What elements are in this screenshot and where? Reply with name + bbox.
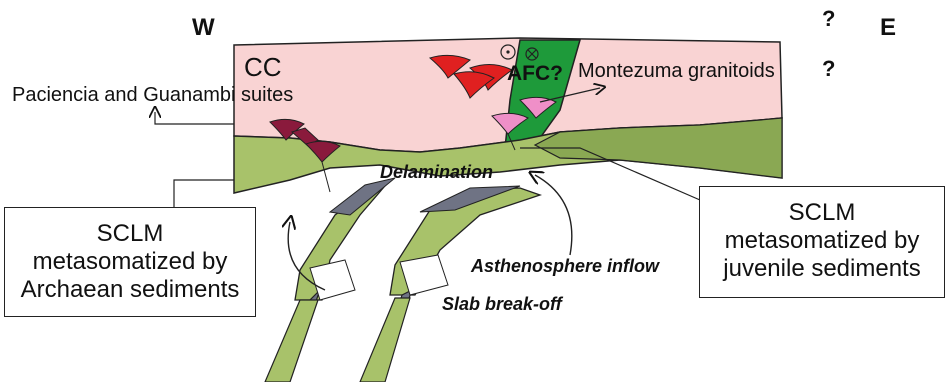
slab-breakoff-label: Slab break-off xyxy=(442,294,562,315)
right-box-line2: metasomatized by xyxy=(700,227,944,255)
left-sclm-box: SCLM metasomatized by Archaean sediments xyxy=(4,207,256,317)
slab-right xyxy=(360,186,540,382)
west-label: W xyxy=(192,14,215,42)
east-label: E xyxy=(880,14,896,42)
afc-label: AFC? xyxy=(507,62,563,86)
montezuma-question-mark: ? xyxy=(822,56,835,82)
right-box-line3: juvenile sediments xyxy=(700,255,944,283)
left-box-line2: metasomatized by xyxy=(5,248,255,276)
inflow-arrow-right xyxy=(535,175,572,255)
cc-label: CC xyxy=(244,52,282,83)
paciencia-leader xyxy=(155,112,234,124)
left-box-leader xyxy=(174,180,234,210)
right-sclm-box: SCLM metasomatized by juvenile sediments xyxy=(699,186,945,298)
delamination-label: Delamination xyxy=(380,162,493,183)
left-box-line3: Archaean sediments xyxy=(5,276,255,304)
paciencia-label: Paciencia and Guanambi suites xyxy=(12,84,293,107)
right-box-line1: SCLM xyxy=(700,199,944,227)
left-box-line1: SCLM xyxy=(5,220,255,248)
east-question-mark: ? xyxy=(822,6,835,32)
asthenosphere-inflow-label: Asthenosphere inflow xyxy=(471,256,659,277)
montezuma-label: Montezuma granitoids xyxy=(578,60,775,83)
